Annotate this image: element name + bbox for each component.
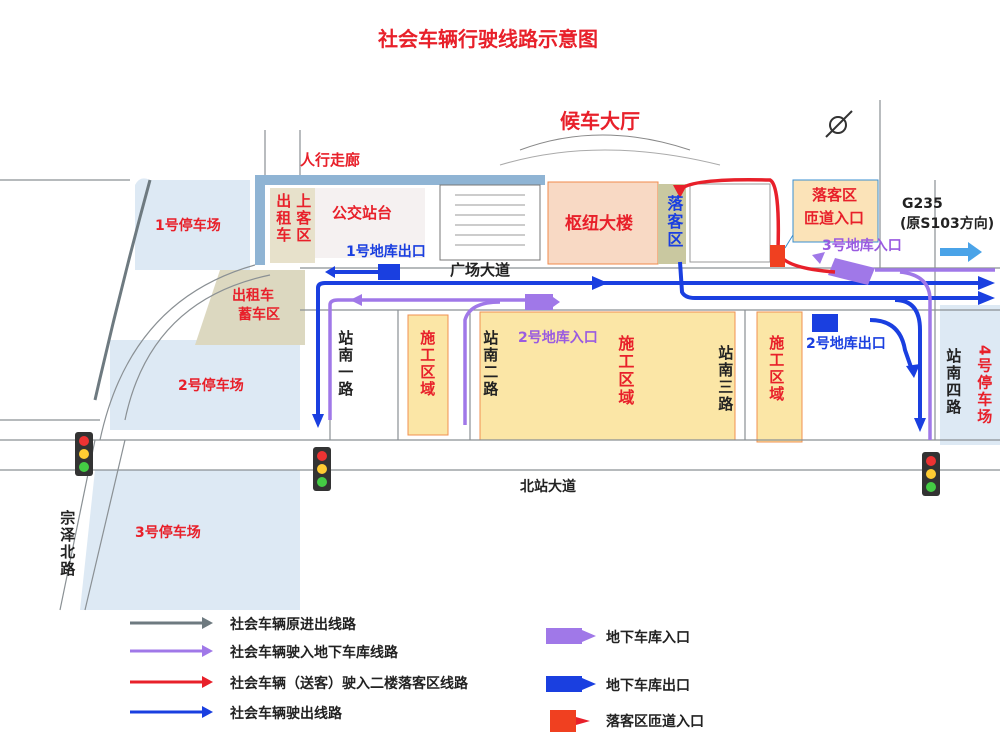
ramp-entry-marker xyxy=(770,245,785,267)
label-ramp-entry-2: 匝道入口 xyxy=(804,209,865,227)
label-parking4: 4号停车场 xyxy=(975,345,994,426)
label-g235-direction: (原S103方向) xyxy=(900,216,995,232)
legend-label-exit-route: 社会车辆驶出线路 xyxy=(230,706,342,722)
legend-line-blue xyxy=(130,706,213,718)
label-construction-1: 施工区域 xyxy=(418,330,437,398)
parking-lot-3 xyxy=(80,470,300,610)
map-title: 社会车辆行驶线路示意图 xyxy=(378,27,598,51)
legend-icon-exit xyxy=(546,676,596,692)
label-garage2-exit: 2号地库出口 xyxy=(806,336,886,352)
parking-lot-2 xyxy=(110,340,300,430)
label-bus-platform: 公交站台 xyxy=(332,204,393,222)
route-entry-1 xyxy=(328,298,525,420)
legend-label-ramp-entry: 落客区匝道入口 xyxy=(606,714,704,730)
direction-arrow-icon xyxy=(940,242,982,262)
route-entry-2 xyxy=(463,300,501,425)
legend-icon-entry xyxy=(546,628,596,644)
legend-label-original-route: 社会车辆原进出线路 xyxy=(230,617,356,633)
route-exit-4 xyxy=(894,298,922,425)
label-garage2-entry: 2号地库入口 xyxy=(518,330,598,346)
label-construction-3: 施工区域 xyxy=(767,335,786,403)
label-road-south3: 站南三路 xyxy=(716,345,735,413)
label-zongze-north-road: 宗泽北路 xyxy=(58,510,77,578)
label-pedestrian-corridor: 人行走廊 xyxy=(300,151,361,169)
label-g235: G235 xyxy=(902,196,943,212)
traffic-light-icon xyxy=(75,432,93,476)
label-parking1: 1号停车场 xyxy=(155,218,221,234)
label-taxi: 出租车 xyxy=(274,193,293,244)
route-exit-1 xyxy=(316,281,980,420)
label-garage3-entry: 3号地库入口 xyxy=(822,238,902,254)
label-north-station-ave: 北站大道 xyxy=(520,479,576,495)
label-parking3: 3号停车场 xyxy=(135,525,201,541)
label-pickup-area: 上客区 xyxy=(294,193,313,244)
parking-lot-1 xyxy=(135,178,250,270)
pedestrian-corridor xyxy=(255,175,545,265)
hub-building xyxy=(547,181,659,265)
label-waiting-hall: 候车大厅 xyxy=(560,109,640,133)
parking-lot-4 xyxy=(940,305,1000,445)
label-road-south4: 站南四路 xyxy=(944,348,963,416)
route-exit-3 xyxy=(869,318,914,371)
label-taxi-queue-2: 蓄车区 xyxy=(238,307,280,323)
route-entry-4 xyxy=(899,270,932,440)
label-garage1-exit: 1号地库出口 xyxy=(346,244,426,260)
taxi-queue-area xyxy=(195,270,305,345)
construction-zone-3 xyxy=(756,311,803,443)
north-arrow-icon xyxy=(825,110,853,138)
legend-label-garage-exit: 地下车库出口 xyxy=(606,678,690,694)
garage1-exit-marker xyxy=(378,264,400,280)
route-dropoff xyxy=(678,177,836,274)
label-ramp-entry-1: 落客区 xyxy=(812,186,858,204)
traffic-light-icon xyxy=(922,452,940,496)
dropoff-area xyxy=(658,184,686,264)
route-exit-2 xyxy=(678,261,980,300)
legend-label-entry-route: 社会车辆驶入地下车库线路 xyxy=(230,645,398,661)
legend-label-garage-entry: 地下车库入口 xyxy=(606,630,690,646)
legend-line-red xyxy=(130,676,213,688)
label-taxi-queue-1: 出租车 xyxy=(232,288,274,304)
label-plaza-avenue: 广场大道 xyxy=(450,261,511,279)
legend-label-dropoff-route: 社会车辆（送客）驶入二楼落客区线路 xyxy=(230,676,468,692)
label-construction-2: 施工区域 xyxy=(615,335,635,407)
route-original xyxy=(93,179,152,401)
label-road-south2: 站南二路 xyxy=(481,330,500,398)
legend-line-gray xyxy=(130,617,213,629)
garage2-exit-marker xyxy=(812,314,838,332)
traffic-light-icon xyxy=(313,447,331,491)
taxi-pickup-area xyxy=(270,188,315,263)
construction-zone-2 xyxy=(479,311,736,441)
label-hub-building: 枢纽大楼 xyxy=(565,214,633,234)
garage2-entry-marker xyxy=(525,294,553,310)
construction-zone-1 xyxy=(407,314,449,436)
garage3-entry-marker xyxy=(828,258,875,285)
legend-line-purple xyxy=(130,645,213,657)
legend-icon-ramp xyxy=(550,710,590,732)
ramp-entry-callout xyxy=(792,179,879,243)
label-road-south1: 站南一路 xyxy=(336,330,355,398)
label-parking2: 2号停车场 xyxy=(178,378,244,394)
label-dropoff-area: 落客区 xyxy=(664,195,684,249)
